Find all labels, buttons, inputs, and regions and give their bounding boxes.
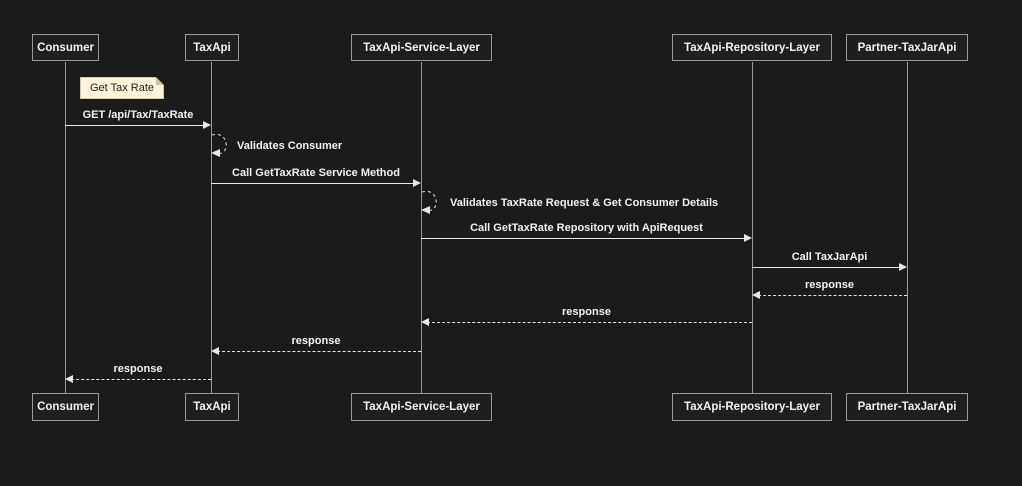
- message-line: [752, 267, 901, 268]
- arrowhead-left-icon: [421, 318, 429, 326]
- participant-label: TaxApi-Service-Layer: [363, 401, 480, 413]
- participant-service-layer-bottom: TaxApi-Service-Layer: [351, 393, 492, 421]
- note-get-tax-rate: Get Tax Rate: [80, 77, 164, 99]
- arrowhead-right-icon: [744, 234, 752, 242]
- participant-taxapi-top: TaxApi: [185, 34, 239, 61]
- participant-label: Partner-TaxJarApi: [857, 41, 957, 54]
- message-label: Validates Consumer: [237, 140, 343, 152]
- self-loop-arrow: [211, 134, 227, 157]
- participant-consumer-bottom: Consumer: [32, 393, 99, 421]
- arrowhead-left-icon: [211, 347, 219, 355]
- message-label: response: [805, 279, 854, 291]
- participant-label: TaxApi-Repository-Layer: [684, 41, 820, 54]
- message-line: [427, 322, 752, 323]
- message-line: [211, 183, 415, 184]
- participant-label: Partner-TaxJarApi: [857, 401, 957, 413]
- message-label: response: [562, 306, 611, 318]
- note-fold-icon: [156, 77, 164, 85]
- participant-label: TaxApi-Repository-Layer: [684, 401, 820, 413]
- message-line: [217, 351, 421, 352]
- participant-partner-taxjarapi-bottom: Partner-TaxJarApi: [846, 393, 968, 421]
- lifeline-partner-taxjarapi: [907, 62, 908, 393]
- message-label: response: [113, 363, 163, 375]
- participant-label: TaxApi: [193, 41, 231, 54]
- message-line: [65, 125, 205, 126]
- lifeline-service-layer: [421, 62, 422, 393]
- note-label: Get Tax Rate: [90, 82, 154, 94]
- participant-label: Consumer: [37, 41, 94, 54]
- arrowhead-right-icon: [899, 263, 907, 271]
- message-label: Call GetTaxRate Repository with ApiReque…: [470, 222, 703, 234]
- lifeline-taxapi: [211, 62, 212, 393]
- lifeline-consumer: [65, 62, 66, 393]
- arrowhead-left-icon: [752, 291, 760, 299]
- participant-taxapi-bottom: TaxApi: [185, 393, 239, 421]
- message-line: [71, 379, 211, 380]
- arrowhead-right-icon: [203, 121, 211, 129]
- message-label: response: [291, 335, 341, 347]
- participant-consumer-top: Consumer: [32, 34, 99, 61]
- message-label: Call TaxJarApi: [791, 251, 868, 263]
- participant-partner-taxjarapi-top: Partner-TaxJarApi: [846, 34, 968, 61]
- message-line: [421, 238, 746, 239]
- participant-repository-layer-top: TaxApi-Repository-Layer: [672, 34, 832, 61]
- participant-label: Consumer: [37, 401, 94, 413]
- message-label: Call GetTaxRate Service Method: [232, 167, 400, 179]
- participant-label: TaxApi-Service-Layer: [363, 41, 480, 54]
- lifeline-repository-layer: [752, 62, 753, 393]
- participant-label: TaxApi: [193, 401, 231, 413]
- message-label: GET /api/Tax/TaxRate: [82, 109, 194, 121]
- self-loop-arrow: [421, 191, 437, 214]
- participant-repository-layer-bottom: TaxApi-Repository-Layer: [672, 393, 832, 421]
- message-line: [758, 295, 907, 296]
- message-label: Validates TaxRate Request & Get Consumer…: [450, 197, 719, 209]
- participant-service-layer-top: TaxApi-Service-Layer: [351, 34, 492, 61]
- arrowhead-left-icon: [65, 375, 73, 383]
- arrowhead-right-icon: [413, 179, 421, 187]
